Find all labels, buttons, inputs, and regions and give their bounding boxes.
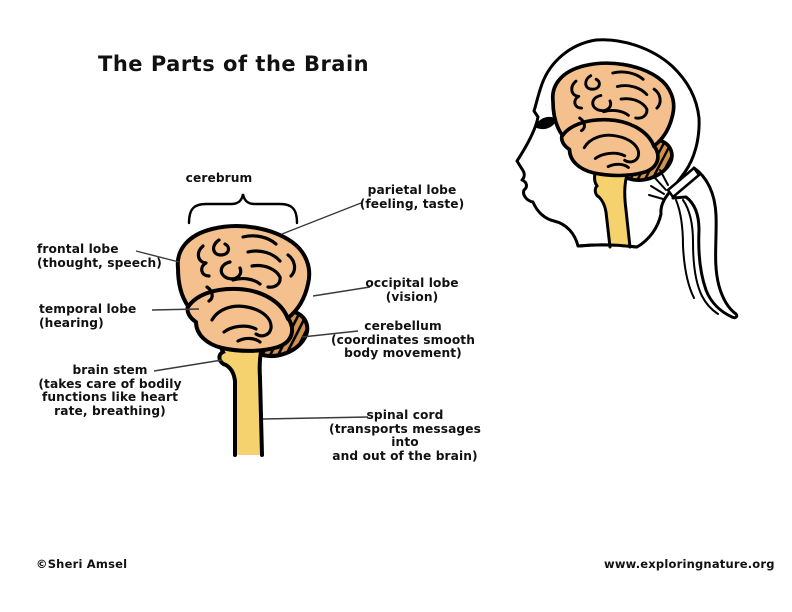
- ponytail-strand-lines: [675, 199, 719, 315]
- label-cerebrum-line1: cerebrum: [185, 171, 253, 185]
- label-brain-stem-line2: (takes care of bodily: [38, 376, 182, 391]
- hair-tie: [666, 166, 701, 199]
- hair-strands-into-tie: [648, 169, 669, 200]
- label-occipital-line1: occipital lobe: [365, 276, 459, 290]
- eye: [535, 116, 557, 130]
- label-cerebellum: cerebellum (coordinates smooth body move…: [327, 319, 479, 361]
- page-title: The Parts of the Brain: [98, 52, 370, 76]
- pointer-spinal-cord: [262, 416, 369, 420]
- label-spinal-cord: spinal cord (transports messages into an…: [320, 408, 490, 463]
- label-spinal-cord-line1: spinal cord: [366, 408, 444, 422]
- pointer-cerebellum: [301, 330, 359, 338]
- copyright-credit: ©Sheri Amsel: [36, 557, 128, 571]
- label-temporal-line2: (hearing): [39, 315, 104, 330]
- brain-stem-shape: [219, 331, 267, 455]
- label-cerebellum-line2: (coordinates smooth: [330, 332, 476, 347]
- label-frontal-line1: frontal lobe: [37, 242, 119, 256]
- label-occipital-line2: (vision): [385, 289, 439, 304]
- pointer-brain-stem: [153, 359, 223, 372]
- cerebrum-brace: [187, 193, 299, 225]
- label-temporal-lobe: temporal lobe (hearing): [39, 302, 169, 330]
- ponytail: [671, 166, 739, 320]
- neck-bottom-line: [578, 243, 638, 249]
- pointer-frontal: [135, 250, 180, 263]
- pointer-lines: [135, 202, 371, 420]
- label-temporal-line1: temporal lobe: [39, 302, 137, 316]
- label-brain-stem-line3: functions like heart: [41, 390, 179, 405]
- label-cerebellum-line3: body movement): [344, 346, 462, 361]
- label-frontal-lobe: frontal lobe (thought, speech): [37, 242, 182, 270]
- label-cerebrum: cerebrum: [169, 171, 269, 186]
- label-parietal-line1: parietal lobe: [367, 183, 457, 197]
- label-spinal-cord-line3: and out of the brain): [332, 448, 478, 463]
- label-frontal-line2: (thought, speech): [37, 255, 162, 270]
- pointer-occipital: [312, 286, 371, 297]
- label-spinal-cord-line2: (transports messages into: [329, 421, 481, 450]
- head-brain-stem-shape: [594, 163, 630, 247]
- label-occipital-lobe: occipital lobe (vision): [337, 276, 487, 304]
- label-brain-stem-line1: brain stem: [72, 363, 148, 377]
- head-profile-illustration: [515, 38, 739, 320]
- label-brain-stem-line4: rate, breathing): [54, 403, 166, 418]
- pointer-parietal: [281, 202, 362, 235]
- label-cerebellum-line1: cerebellum: [364, 319, 442, 333]
- pointer-temporal: [151, 308, 200, 311]
- website-url: www.exploringnature.org: [604, 557, 775, 571]
- label-parietal-line2: (feeling, taste): [359, 196, 465, 211]
- label-brain-stem: brain stem (takes care of bodily functio…: [30, 363, 190, 418]
- label-parietal-lobe: parietal lobe (feeling, taste): [337, 183, 487, 211]
